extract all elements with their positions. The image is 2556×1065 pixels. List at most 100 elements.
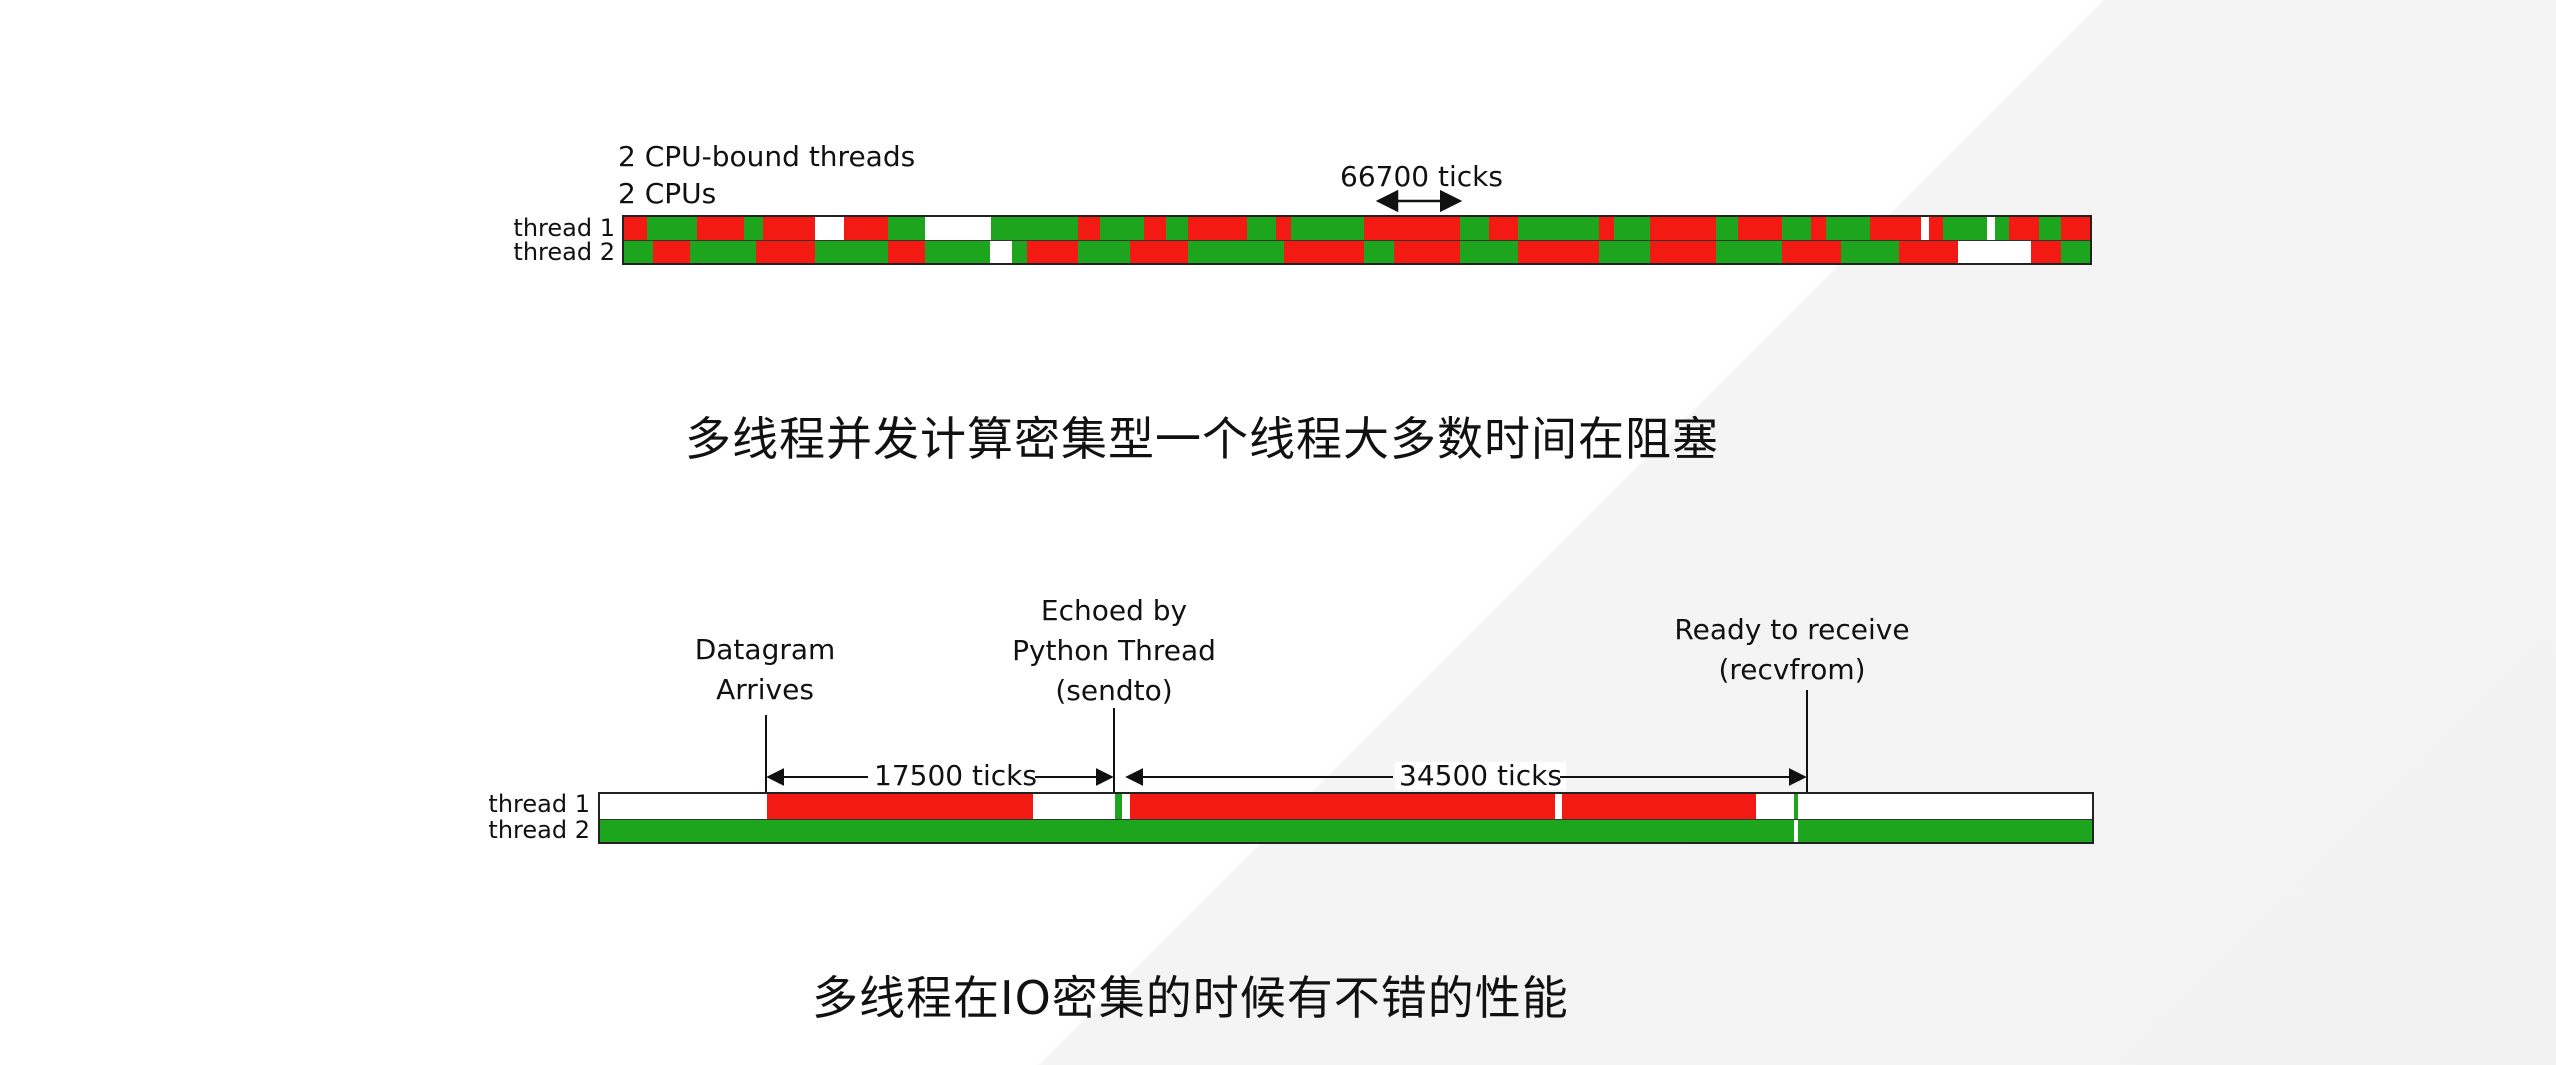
timeline-segment — [1291, 217, 1365, 240]
interval-2-label: 34500 ticks — [1395, 762, 1566, 790]
timeline-segment — [2038, 217, 2061, 240]
annotation-line: Ready to receive — [1674, 613, 1910, 646]
timeline-segment — [814, 217, 844, 240]
timeline-segment — [1078, 241, 1130, 263]
timeline-segment — [924, 241, 991, 263]
timeline-segment — [1613, 217, 1651, 240]
timeline-segment — [1188, 241, 1284, 263]
timeline-segment — [1100, 217, 1145, 240]
heading-line-1: 2 CPU-bound threads — [618, 140, 916, 173]
timeline-segment — [1598, 217, 1614, 240]
timeline-segment — [1716, 217, 1739, 240]
timeline-segment — [1716, 241, 1783, 263]
timeline-segment — [1554, 794, 1563, 819]
timeline-segment — [1756, 794, 1794, 819]
annotation-line: Datagram — [694, 633, 836, 666]
thread-2-label: thread 2 — [488, 816, 590, 844]
interval-1-label: 17500 ticks — [870, 762, 1041, 790]
timeline-segment — [1114, 794, 1123, 819]
timeline-segment — [624, 217, 648, 240]
timeline-segment — [2009, 217, 2039, 240]
annotation-line: Python Thread — [1012, 634, 1216, 667]
timeline-segment — [1247, 217, 1277, 240]
thread-1-track — [624, 217, 2090, 240]
timeline-segment — [1518, 241, 1599, 263]
timeline-segment — [1393, 241, 1460, 263]
timeline-segment — [887, 217, 925, 240]
timeline-segment — [697, 217, 745, 240]
timeline-segment — [1032, 794, 1115, 819]
timeline-segment — [1144, 217, 1167, 240]
timeline-segment — [1078, 217, 1101, 240]
timeline-segment — [1928, 217, 1944, 240]
timeline-segment — [1650, 217, 1717, 240]
timeline-segment — [990, 217, 1079, 240]
timeline-segment — [1012, 241, 1028, 263]
timeline-segment — [1562, 794, 1757, 819]
timeline-segment — [1738, 217, 1783, 240]
timeline-segment — [1598, 241, 1651, 263]
thread-1-label: thread 1 — [513, 214, 615, 242]
timeline-segment — [1870, 217, 1922, 240]
timeline-bar-io-bound — [598, 792, 2094, 844]
timeline-segment — [1166, 217, 1189, 240]
annotation-datagram-arrives: Datagram Arrives — [695, 630, 836, 710]
row-divider — [624, 240, 2090, 241]
annotation-line: Arrives — [716, 673, 814, 706]
timeline-segment — [1188, 217, 1248, 240]
timeline-segment — [689, 241, 756, 263]
timeline-segment — [647, 217, 698, 240]
caption-io-bound: 多线程在IO密集的时候有不错的性能 — [812, 971, 1569, 1025]
timeline-segment — [1283, 241, 1365, 263]
timeline-segment — [653, 241, 690, 263]
annotation-echoed: Echoed by Python Thread (sendto) — [1012, 591, 1216, 711]
timeline-segment — [2060, 217, 2090, 240]
thread-1-track — [600, 794, 2092, 819]
timeline-segment — [1364, 217, 1460, 240]
timeline-segment — [744, 217, 764, 240]
timeline-segment — [814, 241, 888, 263]
timeline-segment — [990, 241, 1013, 263]
annotation-line: (sendto) — [1055, 674, 1173, 707]
timeline-segment — [1793, 820, 1799, 842]
row-divider — [600, 819, 2092, 820]
timeline-bar-cpu-bound — [622, 215, 2092, 265]
timeline-segment — [1129, 794, 1555, 819]
timeline-segment — [1027, 241, 1079, 263]
annotation-ready-to-receive: Ready to receive (recvfrom) — [1674, 610, 1909, 690]
timeline-segment — [1994, 217, 2010, 240]
timeline-segment — [1899, 241, 1959, 263]
thread-2-track — [624, 241, 2090, 263]
timeline-segment — [1782, 241, 1841, 263]
thread-1-label: thread 1 — [488, 790, 590, 818]
timeline-segment — [2060, 241, 2090, 263]
timeline-segment — [1459, 217, 1489, 240]
timeline-segment — [1793, 794, 1799, 819]
timeline-segment — [843, 217, 888, 240]
timeline-segment — [1826, 217, 1871, 240]
heading-line-2: 2 CPUs — [618, 177, 717, 210]
timeline-segment — [755, 241, 815, 263]
timeline-segment — [1811, 217, 1827, 240]
timeline-segment — [1987, 217, 1995, 240]
thread-2-track — [600, 820, 2092, 842]
thread-2-label: thread 2 — [513, 238, 615, 266]
caption-cpu-bound: 多线程并发计算密集型一个线程大多数时间在阻塞 — [685, 412, 1719, 466]
timeline-segment — [767, 794, 1033, 819]
timeline-segment — [1972, 217, 1988, 240]
timeline-segment — [887, 241, 925, 263]
timeline-segment — [1276, 217, 1292, 240]
timeline-segment — [1840, 241, 1900, 263]
timeline-segment — [1122, 794, 1130, 819]
timeline-segment — [763, 217, 815, 240]
timeline-segment — [2031, 241, 2061, 263]
timeline-segment — [1518, 217, 1599, 240]
timeline-segment — [600, 820, 2092, 842]
ticks-label: 66700 ticks — [1340, 160, 1503, 193]
timeline-segment — [1921, 217, 1929, 240]
timeline-segment — [1650, 241, 1717, 263]
timeline-segment — [1129, 241, 1189, 263]
timeline-segment — [624, 241, 654, 263]
timeline-segment — [1958, 241, 2032, 263]
